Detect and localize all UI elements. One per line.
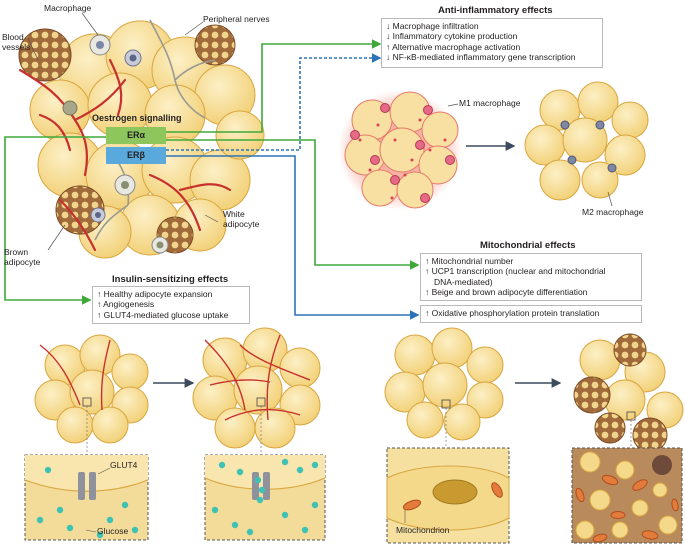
anti-inflammatory-item: ↓ Macrophage infiltration xyxy=(386,21,479,31)
m1-inflamed-tissue xyxy=(338,90,462,210)
mitochondrion-zoom-before xyxy=(386,447,510,544)
mito-tissue-after xyxy=(573,333,684,453)
mitochondrial-item: ↑ Beige and brown adipocyte differentiat… xyxy=(425,287,588,298)
erβ-to-anti-inflammatory-arrow xyxy=(166,53,382,151)
insulin-sensitizing-title: Insulin-sensitizing effects xyxy=(112,274,229,285)
er-beta-label: ERβ xyxy=(127,150,145,160)
erβ-to-oxphos-arrow xyxy=(166,155,420,320)
anti-inflammatory-item: ↑ Alternative macrophage activation xyxy=(386,41,521,52)
glut4-zoom-before xyxy=(24,454,149,541)
mitochondrion-label: Mitochondrion xyxy=(396,525,450,535)
mito-tissue-before xyxy=(384,327,504,441)
mitochondrial-box: ↑ Mitochondrial number ↑ UCP1 transcript… xyxy=(420,253,642,301)
er-alpha-label: ERα xyxy=(126,130,146,140)
mitochondrion-zoom-after xyxy=(571,447,683,544)
anti-inflammatory-item: ↓ NF-κB-mediated inflammatory gene trans… xyxy=(386,52,576,63)
insulin-item: ↑ Angiogenesis xyxy=(97,299,155,310)
oestrogen-signalling-title: Oestrogen signalling xyxy=(92,113,182,123)
adipose-tissue-illustration xyxy=(18,19,265,259)
mitochondrial-title: Mitochondrial effects xyxy=(480,240,576,251)
white-adipocyte-label: White adipocyte xyxy=(223,209,260,229)
m2-healthy-tissue xyxy=(524,81,649,201)
brown-adipocyte xyxy=(55,185,105,235)
mitochondrial-item: ↑ Mitochondrial number xyxy=(425,256,514,266)
insulin-item: ↑ Healthy adipocyte expansion xyxy=(97,289,213,299)
brown-adipocyte-top xyxy=(18,28,72,82)
erα-to-anti-inflammatory-arrow xyxy=(166,39,382,133)
m1-macrophage-label: M1 macrophage xyxy=(459,98,521,108)
anti-inflammatory-title: Anti-inflammatory effects xyxy=(438,5,553,16)
peripheral-nerves-label: Peripheral nerves xyxy=(203,14,270,24)
anti-inflammatory-box: ↓ Macrophage infiltration ↓ Inflammatory… xyxy=(381,18,603,68)
m2-macrophage-label: M2 macrophage xyxy=(582,207,644,217)
brown-adipocyte-label: Brown adipocyte xyxy=(4,247,41,267)
insulin-item: ↑ GLUT4-mediated glucose uptake xyxy=(97,309,229,320)
er-beta-box xyxy=(106,147,166,164)
erα-to-mitochondrial-arrow xyxy=(166,139,420,270)
blood-vessels xyxy=(18,58,232,252)
er-alpha-box xyxy=(106,127,166,144)
oxphos-item: ↑ Oxidative phosphorylation protein tran… xyxy=(425,308,600,318)
macrophage-cell xyxy=(89,34,111,56)
glucose-label: Glucose xyxy=(97,526,129,536)
glut4-zoom-after xyxy=(204,454,326,541)
glut4-label: GLUT4 xyxy=(110,460,138,470)
insulin-tissue-before xyxy=(34,334,149,444)
erα-to-insulin-arrow xyxy=(4,136,106,305)
anti-inflammatory-item: ↓ Inflammatory cytokine production xyxy=(386,31,518,42)
blood-vessels-label: Blood vessels xyxy=(2,32,31,52)
oxphos-box: ↑ Oxidative phosphorylation protein tran… xyxy=(420,305,642,323)
insulin-box: ↑ Healthy adipocyte expansion ↑ Angiogen… xyxy=(92,286,250,324)
macrophage-label: Macrophage xyxy=(44,3,92,13)
mitochondrial-item: DNA-mediated) xyxy=(434,276,493,287)
mitochondrial-item: ↑ UCP1 transcription (nuclear and mitoch… xyxy=(425,266,606,277)
insulin-tissue-after xyxy=(192,327,321,449)
